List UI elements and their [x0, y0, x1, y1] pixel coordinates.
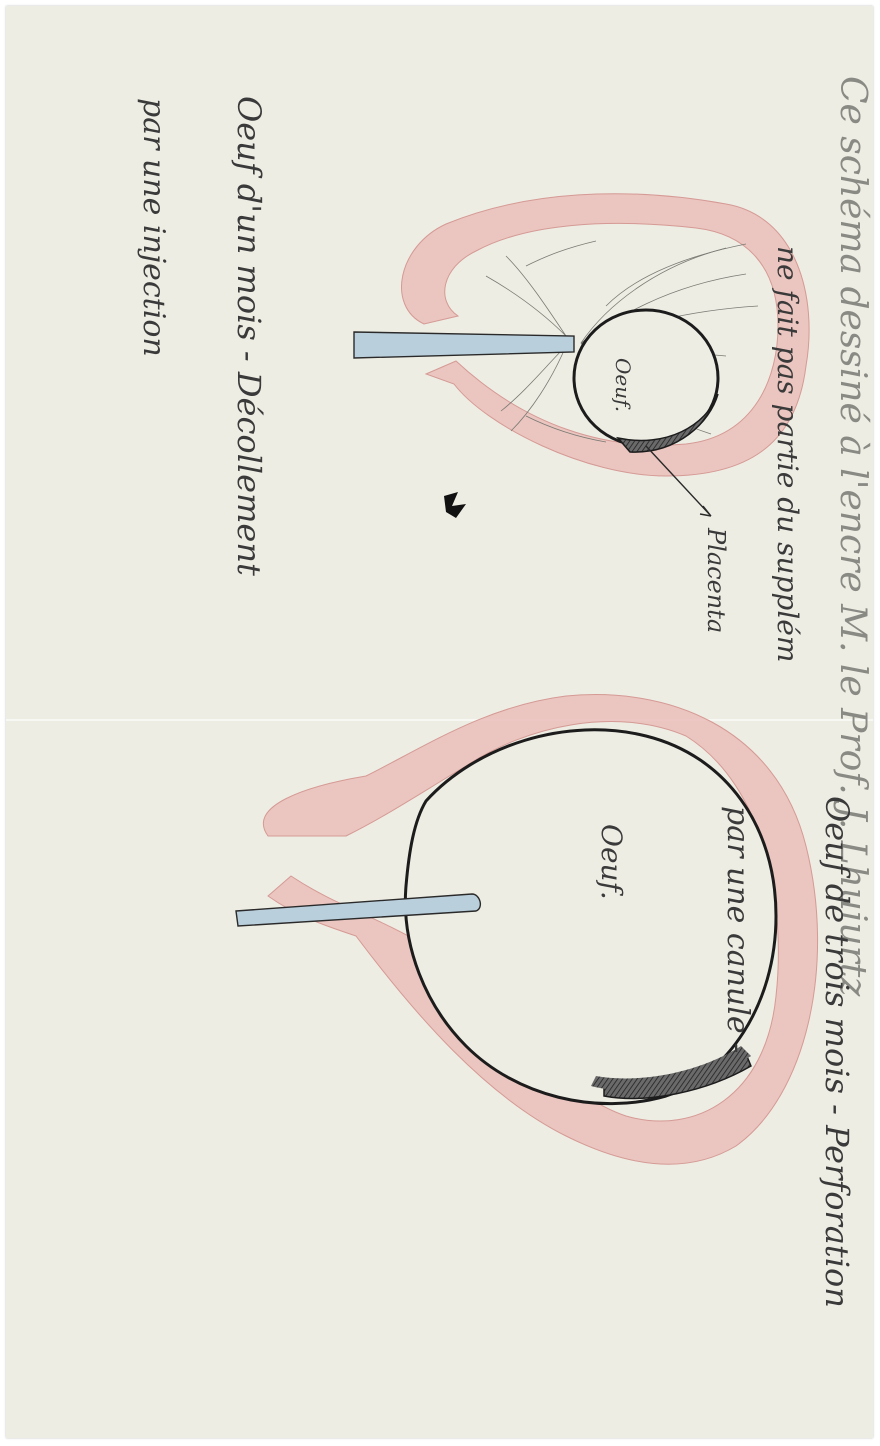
fig2-caption-line1: Oeuf de trois mois - Perforation [818, 796, 856, 1308]
injection-cannula [354, 332, 574, 358]
fig2-caption-line2-group: par une canule - [720, 806, 755, 1053]
ink-blot [444, 492, 466, 518]
caption-top-note: ne fait pas partie du supplém [771, 246, 804, 662]
fig1-caption-line1-group: Oeuf d'un mois - Décollement [230, 96, 268, 576]
label-placenta: Placenta [702, 527, 730, 633]
fig1-caption-line1: Oeuf d'un mois - Décollement [230, 96, 268, 576]
fig2-caption-line2: par une canule - [720, 806, 755, 1053]
label-placenta-group: Placenta [702, 527, 730, 633]
fig1-caption-line2: par une injection [136, 98, 171, 357]
label-oeuf-small: Oeuf. [611, 358, 635, 412]
paper-sheet: Ce schéma dessiné à l'encre M. le Prof. … [6, 6, 873, 1438]
fig1-caption-line2-group: par une injection [136, 98, 171, 357]
caption-top-note-group: ne fait pas partie du supplém [771, 246, 804, 662]
label-oeuf-large: Oeuf. [595, 824, 628, 900]
figure-one-month [354, 194, 809, 518]
label-oeuf-large-group: Oeuf. [595, 824, 628, 900]
drawing-canvas: Ce schéma dessiné à l'encre M. le Prof. … [6, 6, 873, 1438]
fig2-caption-line1-group: Oeuf de trois mois - Perforation [818, 796, 856, 1308]
label-oeuf-small-group: Oeuf. [611, 358, 635, 412]
